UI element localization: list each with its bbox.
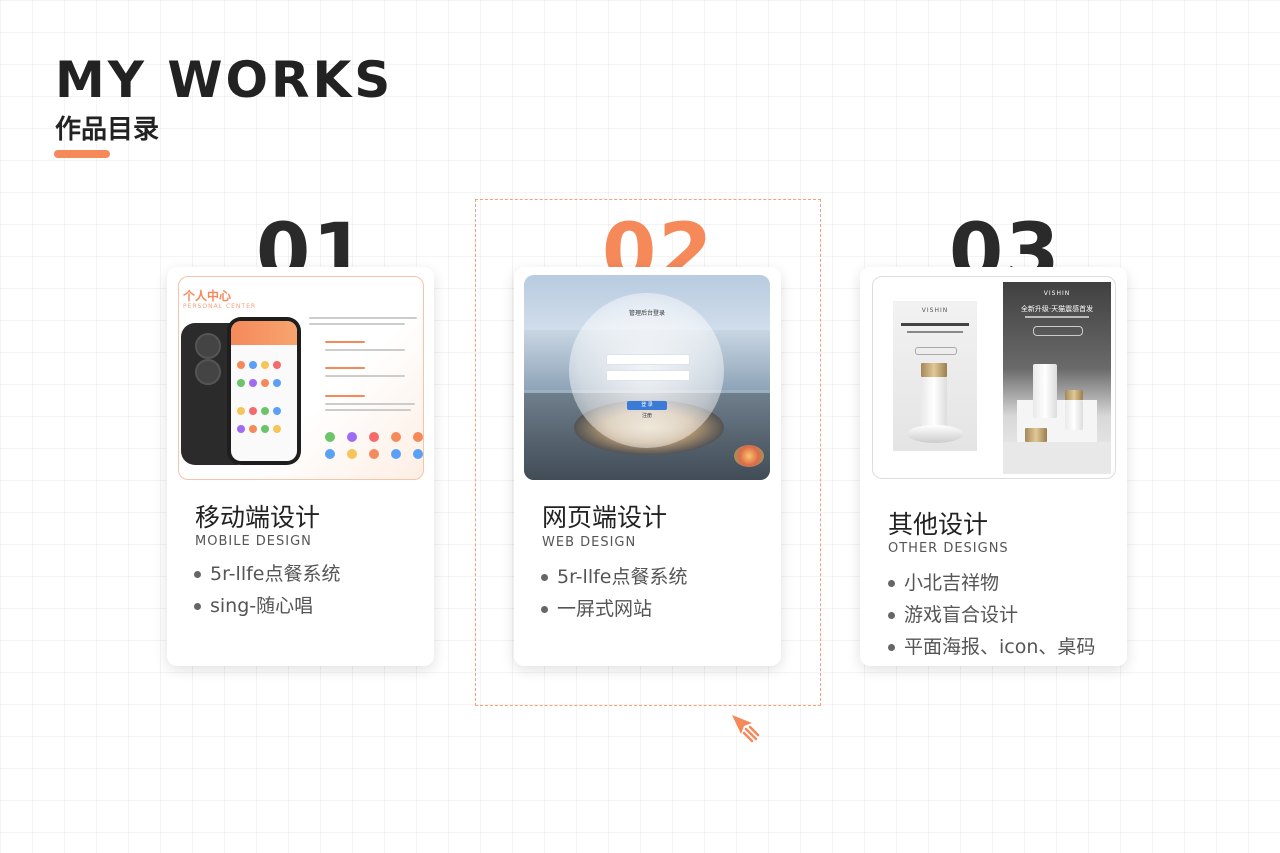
list-item[interactable]: 5r-llfe点餐系统: [541, 561, 687, 593]
card-subtitle-other: OTHER DESIGNS: [888, 541, 1009, 556]
list-item[interactable]: 一屏式网站: [541, 593, 687, 625]
card-list-other: 小北吉祥物 游戏盲合设计 平面海报、icon、桌码: [888, 567, 1095, 663]
thumb-heading: 个人中心: [183, 289, 232, 303]
list-item[interactable]: sing-随心唱: [194, 590, 340, 622]
login-title: 管理后台登录: [628, 310, 665, 317]
pointer-cursor-icon: [732, 715, 760, 743]
page-title: MY WORKS: [55, 51, 394, 109]
list-item[interactable]: 游戏盲合设计: [888, 599, 1095, 631]
bullet-dot-icon: [194, 603, 201, 610]
register-link: 注册: [641, 413, 652, 419]
card-title-web: 网页端设计: [542, 503, 668, 532]
password-field: [606, 370, 690, 381]
page-subtitle: 作品目录: [55, 115, 160, 145]
bullet-dot-icon: [888, 644, 895, 651]
username-field: [606, 354, 690, 365]
list-item[interactable]: 平面海报、icon、桌码: [888, 631, 1095, 663]
other-design-thumbnail[interactable]: VISHIN VISHIN 全新升级·天猫震感首发: [872, 276, 1116, 479]
web-design-thumbnail[interactable]: 管理后台登录 登 录 注册: [524, 275, 770, 480]
phone-front: [227, 317, 301, 465]
poster-left: VISHIN: [893, 301, 977, 451]
card-list-web: 5r-llfe点餐系统 一屏式网站: [541, 561, 687, 625]
bullet-dot-icon: [888, 612, 895, 619]
poster-right: VISHIN 全新升级·天猫震感首发: [1003, 282, 1111, 474]
bullet-dot-icon: [888, 580, 895, 587]
card-title-mobile: 移动端设计: [195, 503, 321, 532]
selection-frame: [475, 199, 821, 706]
bullet-dot-icon: [194, 571, 201, 578]
card-list-mobile: 5r-llfe点餐系统 sing-随心唱: [194, 558, 340, 622]
bullet-dot-icon: [541, 606, 548, 613]
list-item[interactable]: 小北吉祥物: [888, 567, 1095, 599]
list-item[interactable]: 5r-llfe点餐系统: [194, 558, 340, 590]
thumb-subheading: PERSONAL CENTER: [183, 303, 257, 310]
card-subtitle-mobile: MOBILE DESIGN: [195, 534, 312, 549]
mobile-design-thumbnail[interactable]: 个人中心 PERSONAL CENTER: [178, 276, 424, 480]
bullet-dot-icon: [541, 574, 548, 581]
login-button: 登 录: [627, 401, 667, 410]
card-title-other: 其他设计: [888, 510, 989, 539]
title-underline: [54, 150, 110, 158]
card-subtitle-web: WEB DESIGN: [542, 535, 637, 550]
